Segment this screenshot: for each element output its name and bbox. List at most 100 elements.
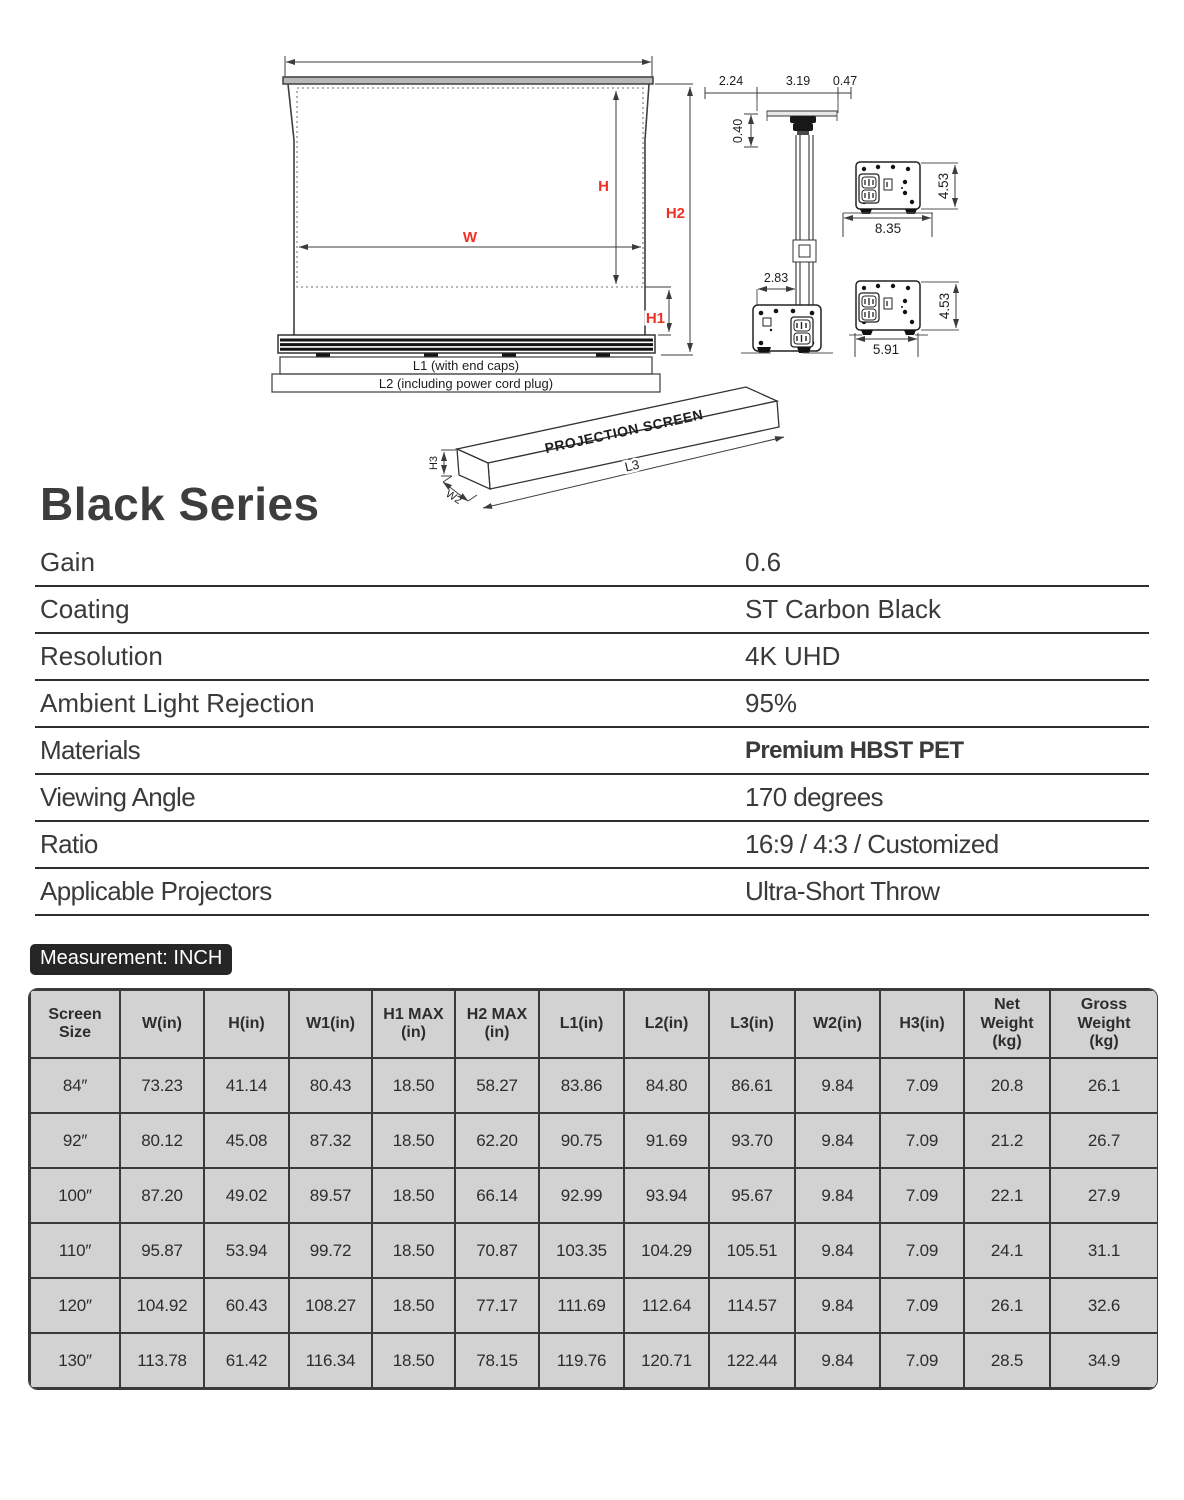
table-cell: 87.32 bbox=[288, 1112, 373, 1169]
header-screen-size: Screen Size bbox=[29, 989, 121, 1059]
table-cell: 84.80 bbox=[623, 1057, 710, 1114]
table-cell: 93.94 bbox=[623, 1167, 710, 1224]
dim-4-53-top: 4.53 bbox=[936, 173, 951, 199]
table-cell: 90.75 bbox=[538, 1112, 625, 1169]
table-cell: 108.27 bbox=[288, 1277, 373, 1334]
spec-label: Coating bbox=[40, 594, 130, 624]
dim-4-53-bottom: 4.53 bbox=[937, 293, 952, 319]
table-cell: 83.86 bbox=[538, 1057, 625, 1114]
header-w2: W2(in) bbox=[794, 989, 881, 1059]
table-cell: 7.09 bbox=[879, 1057, 965, 1114]
endcap-large-view: 8.35 4.53 bbox=[842, 161, 958, 237]
dim-5-91: 5.91 bbox=[873, 342, 899, 357]
dim-0-40: 0.40 bbox=[731, 119, 745, 143]
power-inlet-icon bbox=[858, 173, 880, 204]
dim-label-w: W bbox=[463, 229, 478, 246]
dim-0-47: 0.47 bbox=[833, 74, 857, 88]
table-cell: 77.17 bbox=[454, 1277, 540, 1334]
header-l2: L2(in) bbox=[623, 989, 710, 1059]
header-h: H(in) bbox=[203, 989, 290, 1059]
table-cell: 111.69 bbox=[538, 1277, 625, 1334]
header-w: W(in) bbox=[119, 989, 205, 1059]
table-cell: 18.50 bbox=[371, 1332, 456, 1389]
table-cell: 49.02 bbox=[203, 1167, 290, 1224]
table-cell: 84″ bbox=[29, 1057, 121, 1114]
table-cell: 105.51 bbox=[708, 1222, 796, 1279]
dim-label-h: H bbox=[598, 178, 609, 195]
spec-row-ratio: Ratio 16:9 / 4:3 / Customized bbox=[35, 822, 1149, 869]
table-cell: 18.50 bbox=[371, 1112, 456, 1169]
table-cell: 95.67 bbox=[708, 1167, 796, 1224]
spec-row-applicable-projectors: Applicable Projectors Ultra-Short Throw bbox=[35, 869, 1149, 916]
spec-row-coating: Coating ST Carbon Black bbox=[35, 587, 1149, 634]
front-view: W H H2 H1 L1 (with end caps) L2 (includi… bbox=[271, 56, 693, 393]
spec-label: Ambient Light Rejection bbox=[40, 688, 315, 718]
table-cell: 100″ bbox=[29, 1167, 121, 1224]
table-row-92: 92″ 80.12 45.08 87.32 18.50 62.20 90.75 … bbox=[29, 1112, 1157, 1169]
table-cell: 9.84 bbox=[794, 1332, 881, 1389]
header-h1-max: H1 MAX (in) bbox=[371, 989, 456, 1059]
table-cell: 60.43 bbox=[203, 1277, 290, 1334]
technical-diagram: W H H2 H1 L1 (with end caps) L2 (includi… bbox=[0, 0, 1184, 535]
table-cell: 61.42 bbox=[203, 1332, 290, 1389]
table-cell: 26.7 bbox=[1049, 1112, 1157, 1169]
power-inlet-icon bbox=[858, 292, 880, 323]
table-cell: 18.50 bbox=[371, 1057, 456, 1114]
table-row-120: 120″ 104.92 60.43 108.27 18.50 77.17 111… bbox=[29, 1277, 1157, 1334]
table-cell: 99.72 bbox=[288, 1222, 373, 1279]
table-cell: 58.27 bbox=[454, 1057, 540, 1114]
spec-label: Gain bbox=[40, 547, 95, 577]
spec-label: Applicable Projectors bbox=[40, 876, 272, 906]
table-cell: 113.78 bbox=[119, 1332, 205, 1389]
table-cell: 7.09 bbox=[879, 1332, 965, 1389]
table-cell: 7.09 bbox=[879, 1167, 965, 1224]
spec-row-viewing-angle: Viewing Angle 170 degrees bbox=[35, 775, 1149, 822]
table-cell: 70.87 bbox=[454, 1222, 540, 1279]
table-cell: 87.20 bbox=[119, 1167, 205, 1224]
power-inlet-icon bbox=[790, 316, 814, 348]
table-cell: 9.84 bbox=[794, 1277, 881, 1334]
header-gross-weight: Gross Weight (kg) bbox=[1049, 989, 1157, 1059]
table-cell: 26.1 bbox=[963, 1277, 1051, 1334]
spec-label: Resolution bbox=[40, 641, 163, 671]
table-cell: 62.20 bbox=[454, 1112, 540, 1169]
header-l3: L3(in) bbox=[708, 989, 796, 1059]
dim-2-24: 2.24 bbox=[719, 74, 743, 88]
table-cell: 104.29 bbox=[623, 1222, 710, 1279]
table-cell: 119.76 bbox=[538, 1332, 625, 1389]
endcap-small-view: 5.91 4.53 bbox=[849, 280, 959, 357]
spec-row-ambient-light-rejection: Ambient Light Rejection 95% bbox=[35, 681, 1149, 728]
header-w1: W1(in) bbox=[288, 989, 373, 1059]
table-cell: 32.6 bbox=[1049, 1277, 1157, 1334]
table-cell: 26.1 bbox=[1049, 1057, 1157, 1114]
dim-8-35: 8.35 bbox=[875, 221, 901, 236]
table-row-100: 100″ 87.20 49.02 89.57 18.50 66.14 92.99… bbox=[29, 1167, 1157, 1224]
table-cell: 18.50 bbox=[371, 1222, 456, 1279]
header-net-weight: Net Weight (kg) bbox=[963, 989, 1051, 1059]
table-cell: 7.09 bbox=[879, 1222, 965, 1279]
table-cell: 104.92 bbox=[119, 1277, 205, 1334]
table-cell: 7.09 bbox=[879, 1112, 965, 1169]
table-cell: 120″ bbox=[29, 1277, 121, 1334]
table-cell: 130″ bbox=[29, 1332, 121, 1389]
dim-2-83: 2.83 bbox=[764, 271, 788, 285]
table-row-110: 110″ 95.87 53.94 99.72 18.50 70.87 103.3… bbox=[29, 1222, 1157, 1279]
table-cell: 9.84 bbox=[794, 1222, 881, 1279]
spec-row-gain: Gain 0.6 bbox=[35, 540, 1149, 587]
table-cell: 53.94 bbox=[203, 1222, 290, 1279]
spec-value: 170 degrees bbox=[745, 782, 884, 812]
table-cell: 73.23 bbox=[119, 1057, 205, 1114]
spec-value: 0.6 bbox=[745, 547, 782, 577]
table-cell: 120.71 bbox=[623, 1332, 710, 1389]
table-cell: 7.09 bbox=[879, 1277, 965, 1334]
spec-label: Materials bbox=[40, 735, 141, 765]
table-cell: 95.87 bbox=[119, 1222, 205, 1279]
table-row-130: 130″ 113.78 61.42 116.34 18.50 78.15 119… bbox=[29, 1332, 1157, 1389]
table-cell: 116.34 bbox=[288, 1332, 373, 1389]
page-title: Black Series bbox=[40, 478, 320, 530]
table-cell: 103.35 bbox=[538, 1222, 625, 1279]
table-cell: 78.15 bbox=[454, 1332, 540, 1389]
table-cell: 89.57 bbox=[288, 1167, 373, 1224]
header-l1: L1(in) bbox=[538, 989, 625, 1059]
table-cell: 93.70 bbox=[708, 1112, 796, 1169]
